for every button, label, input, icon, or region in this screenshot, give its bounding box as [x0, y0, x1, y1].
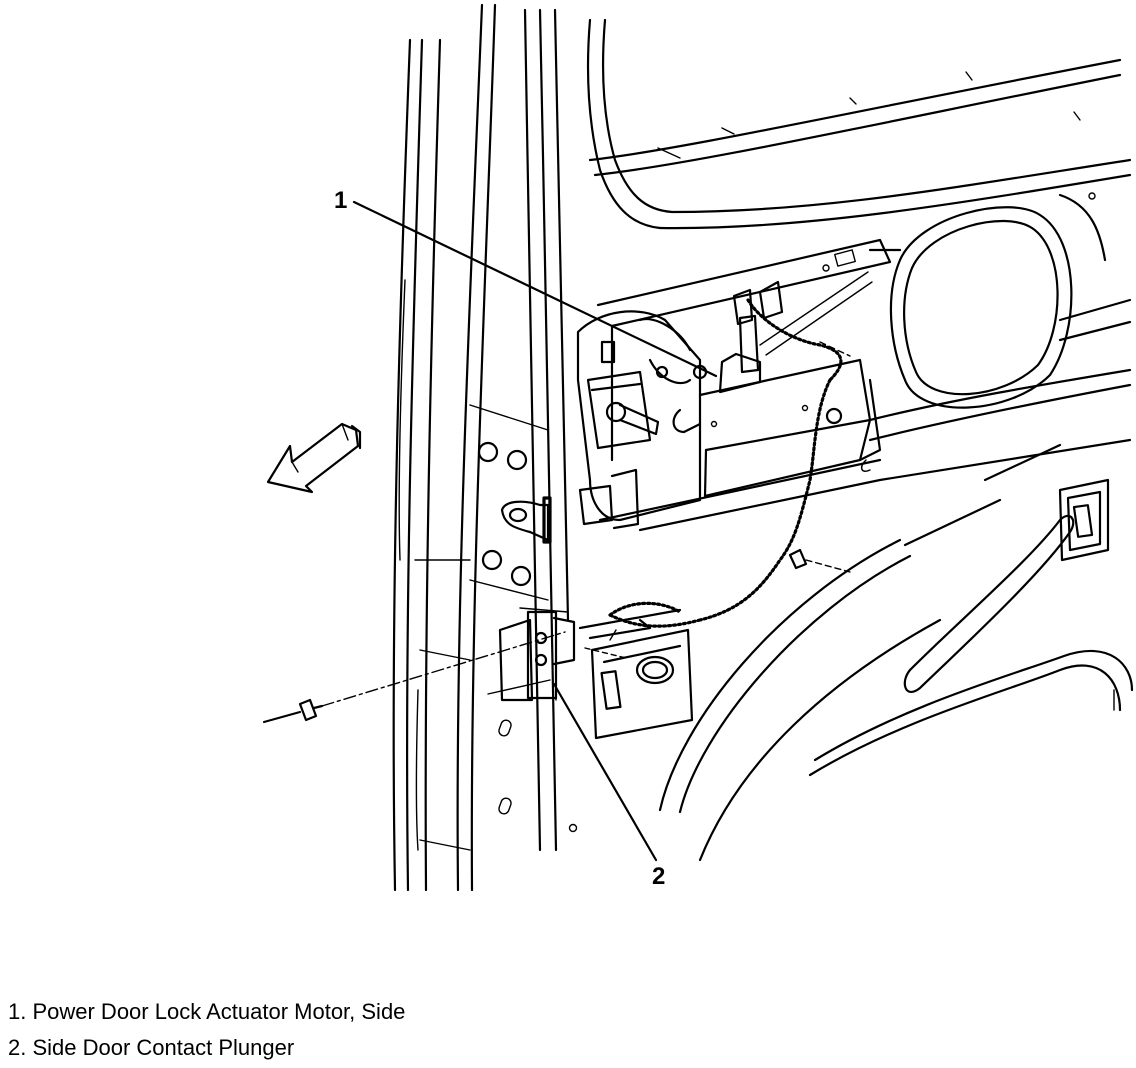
striker-plate: [477, 441, 552, 587]
legend-item-1: 1. Power Door Lock Actuator Motor, Side: [8, 999, 406, 1024]
plunger-screw: [262, 631, 566, 724]
legend: 1. Power Door Lock Actuator Motor, Side …: [8, 994, 405, 1066]
callout-2: 2: [552, 682, 665, 890]
callout-1: 1: [334, 187, 718, 378]
speaker-opening: [868, 206, 1132, 409]
legend-item-2: 2. Side Door Contact Plunger: [8, 1035, 295, 1060]
lower-door-ribs: [658, 443, 1134, 862]
door-edge: [469, 8, 578, 852]
front-arrow-icon: [266, 422, 362, 494]
callout-1-label: 1: [334, 187, 347, 214]
door-window-frame: [586, 18, 1132, 262]
lower-bracket: [584, 628, 694, 740]
contact-plunger: [487, 607, 576, 702]
wiring-harness: [578, 298, 851, 640]
callout-2-label: 2: [652, 863, 665, 890]
